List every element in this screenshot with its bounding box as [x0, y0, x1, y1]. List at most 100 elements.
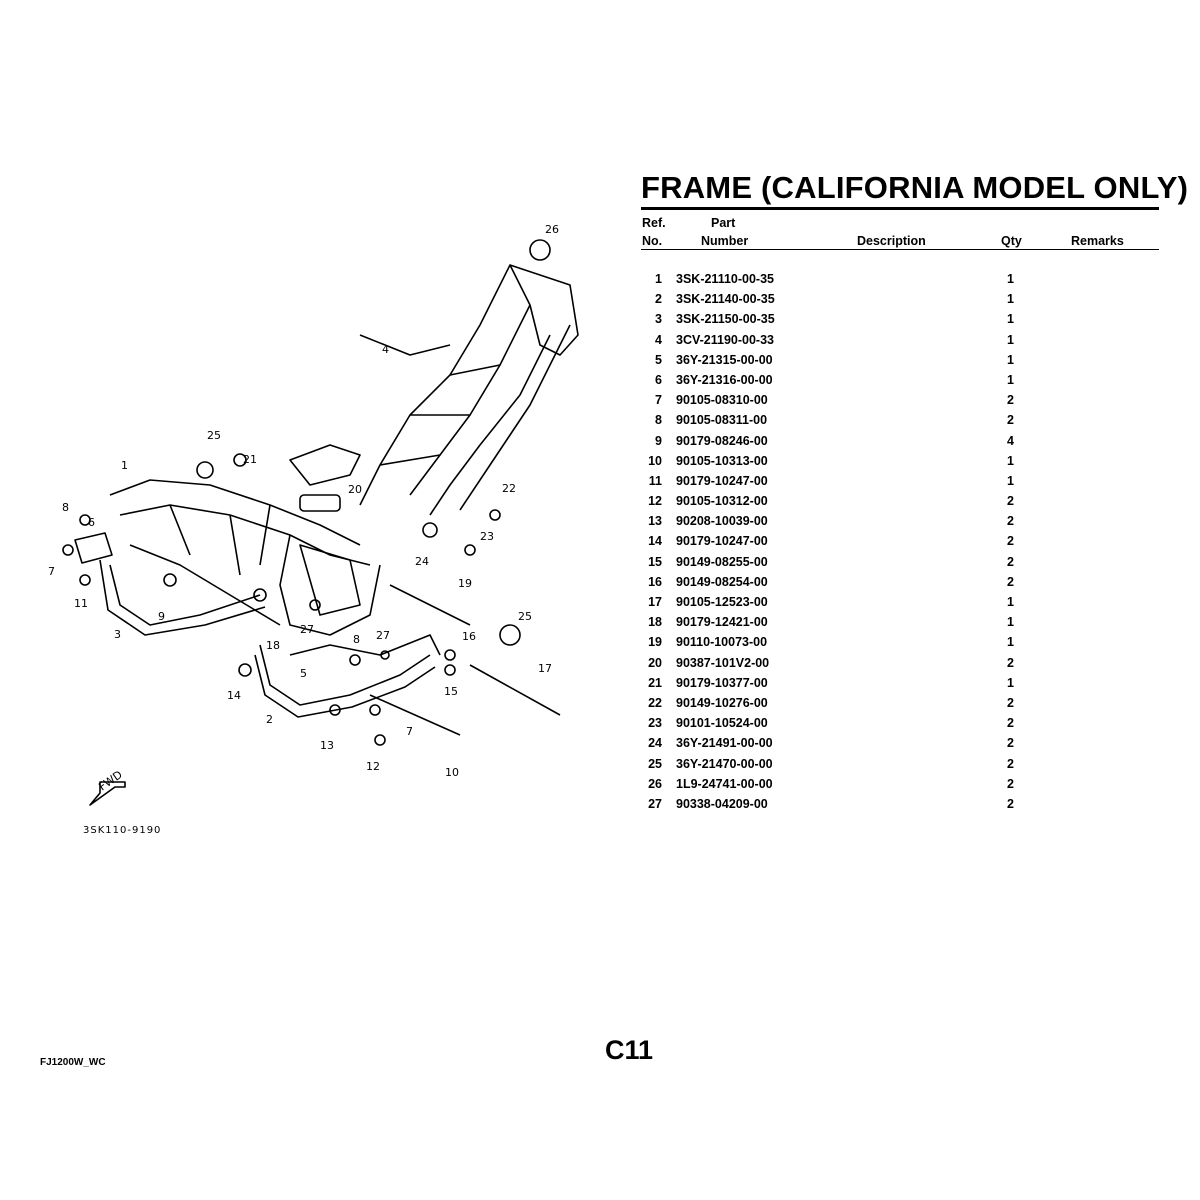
header-description: Description: [857, 234, 926, 248]
engine-stay-3: [74, 532, 113, 564]
qty: 1: [1007, 453, 1014, 468]
callout-5: 5: [300, 667, 307, 680]
main-frame-swingarm-plate: [279, 534, 381, 636]
main-frame-plate-inner: [299, 544, 361, 616]
down-tube-comp-2-outer: [99, 559, 266, 636]
callout-17: 17: [538, 662, 552, 675]
collar-20: [299, 494, 341, 512]
rear-frame-mount: [289, 444, 361, 486]
rear-frame-stay: [429, 334, 551, 516]
qty: 1: [1007, 372, 1014, 387]
nut-spec-shape-9: [163, 573, 177, 587]
ref-no: 16: [648, 574, 662, 589]
qty: 2: [1007, 776, 1014, 791]
qty: 1: [1007, 292, 1014, 307]
part-number: 3CV-21190-00-33: [676, 332, 774, 347]
callout-9: 9: [158, 610, 165, 623]
qty: 1: [1007, 615, 1014, 630]
ref-no: 25: [648, 756, 662, 771]
part-number: 90387-101V2-00: [676, 655, 770, 670]
callout-8: 8: [353, 633, 360, 646]
qty: 2: [1007, 655, 1014, 670]
callout-1: 1: [121, 459, 128, 472]
rear-frame-bracket: [359, 334, 451, 356]
plug-spec-shape-27b: [380, 650, 390, 660]
callout-13: 13: [320, 739, 334, 752]
ref-no: 3: [655, 312, 662, 327]
ref-no: 26: [648, 776, 662, 791]
qty: 1: [1007, 635, 1014, 650]
ref-no: 20: [648, 655, 662, 670]
part-number: 3SK-21150-00-35: [676, 312, 775, 327]
qty: 1: [1007, 272, 1014, 286]
callout-25: 25: [207, 429, 221, 442]
rear-frame-lower-rail: [409, 304, 531, 496]
tube-down: [259, 644, 431, 706]
page-title: FRAME (CALIFORNIA MODEL ONLY): [641, 170, 1189, 205]
ref-no: 27: [648, 796, 662, 811]
callout-26: 26: [545, 223, 559, 236]
tube-down-outer: [254, 654, 436, 718]
part-number: 90105-12523-00: [676, 595, 768, 609]
ref-no: 19: [648, 635, 662, 650]
qty: 2: [1007, 393, 1014, 408]
ref-no: 22: [648, 695, 662, 710]
part-number: 90208-10039-00: [676, 514, 768, 529]
cap-assembly-25: [196, 461, 214, 479]
header-part-line1: Part: [711, 216, 736, 230]
header-part-line2: Number: [701, 234, 749, 248]
ref-no: 17: [648, 595, 662, 609]
ref-no: 13: [648, 514, 662, 529]
qty: 1: [1007, 675, 1014, 690]
callout-18: 18: [266, 639, 280, 652]
rear-frame-tail: [509, 264, 579, 356]
part-number: 90101-10524-00: [676, 716, 768, 731]
part-number: 90149-08255-00: [676, 554, 768, 569]
bolt-washer-based-7b: [369, 704, 381, 716]
qty: 2: [1007, 716, 1014, 731]
part-number: 3SK-21110-00-35: [676, 272, 774, 286]
part-number: 3SK-21140-00-35: [676, 292, 775, 307]
qty: 2: [1007, 554, 1014, 569]
header-ref-line2: No.: [642, 234, 663, 248]
screw-spec-shape-22: [489, 509, 501, 521]
ref-no: 15: [648, 554, 662, 569]
qty: 2: [1007, 736, 1014, 751]
plug-spec-shape-27: [309, 599, 321, 611]
rear-frame-stay-2: [459, 324, 571, 511]
screw-spec-shape-15: [444, 664, 456, 676]
ref-no: 4: [655, 332, 662, 347]
ref-no: 1: [655, 272, 662, 286]
ref-no: 7: [655, 393, 662, 408]
callout-23: 23: [480, 530, 494, 543]
ref-no: 6: [655, 372, 662, 387]
main-frame-gussets: [169, 504, 271, 576]
qty: 1: [1007, 312, 1014, 327]
part-number: 90338-04209-00: [676, 796, 768, 811]
callout-14: 14: [227, 689, 241, 702]
part-number: 90149-08254-00: [676, 574, 768, 589]
cap-assembly-25b: [499, 624, 521, 646]
ref-no: 11: [648, 473, 662, 488]
bolt-washer-based-12: [374, 734, 386, 746]
part-number: 90105-10313-00: [676, 453, 768, 468]
ref-no: 24: [648, 736, 662, 751]
qty: 1: [1007, 473, 1014, 488]
qty: 2: [1007, 756, 1014, 771]
ref-no: 10: [648, 453, 662, 468]
